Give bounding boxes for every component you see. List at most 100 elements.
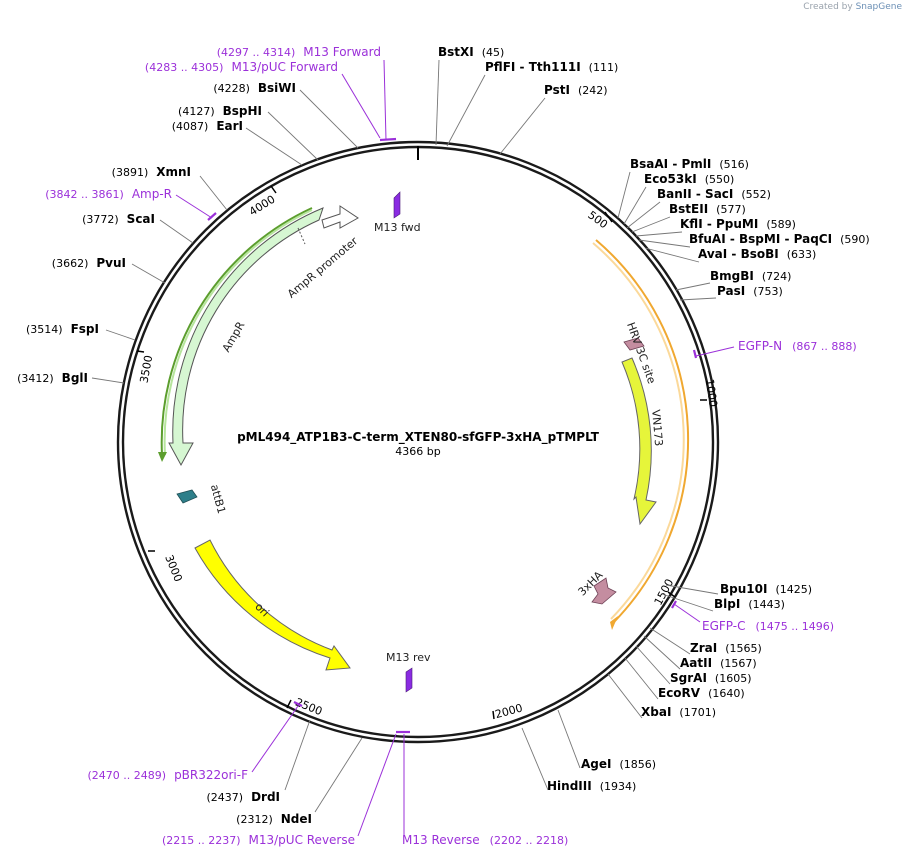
m13-rev-label: M13 rev [386,651,431,664]
vn173-label: VN173 [649,409,665,447]
ampr-track-arrowhead [158,452,167,462]
m13-fwd-arrow [393,191,401,219]
leader-pasi [679,297,717,301]
enzyme-bmgbi: BmgBI(724) [710,269,791,283]
leader-eari [245,127,303,166]
primer-m13-forward: (4297 .. 4314)M13 Forward [217,45,381,59]
credit-brand: SnapGene [855,2,902,12]
leader-bsteii [631,216,671,233]
leader-scai [159,219,194,244]
primer-labels: (4297 .. 4314)M13 Forward (4283 .. 4305)… [45,45,856,847]
ampr-promoter-arrow [321,205,359,229]
leader-zrai [649,627,691,655]
enzyme-bsphi: (4127)BspHI [178,104,262,118]
leader-aatii [643,635,681,670]
enzyme-hindiii: HindIII(1934) [547,779,636,793]
leader-bsiwi [299,89,359,149]
enzyme-kfli-ppumi: KflI - PpuMI(589) [680,217,796,231]
tick-mark-4000 [270,185,277,194]
snapgene-credit: Created by SnapGene [803,2,902,12]
enzyme-bgli: (3412)BglI [17,371,88,385]
m13-fwd-label: M13 fwd [374,221,421,234]
tick-mark-1500 [667,591,676,598]
tick-mark-3500 [136,350,145,353]
ampr-track [160,207,313,456]
enzyme-bsteii: BstEII(577) [669,202,746,216]
leader-blpi [661,593,714,612]
enzyme-eco53ki: Eco53kI(550) [644,172,734,186]
tick-label-500: 500 [585,208,610,231]
ha-tag-arrow [591,577,617,605]
right-enzyme-leaders [435,59,719,791]
leader-pbr322ori-f [251,705,299,773]
plasmid-size: 4366 bp [395,445,440,458]
ampr-track-inner [163,209,313,456]
enzyme-pvui: (3662)PvuI [52,256,126,270]
ori-feature-arrow [194,539,351,671]
leader-bgli [91,377,125,384]
ampr-promoter-divider [297,227,306,245]
leader-sgrai [635,645,671,685]
orange-track-arrowhead [610,616,618,630]
ampr-feature-arrow [168,207,324,467]
ampr-label: AmpR [220,319,248,354]
leader-pvui [131,263,166,284]
leader-egfp-c [673,603,701,623]
enzyme-xmni: (3891)XmnI [112,165,191,179]
left-enzyme-labels: (4228)BsiWI (4127)BspHI (4087)EarI (3891… [17,81,312,826]
leader-agei [557,709,581,769]
leader-psti [499,97,546,155]
enzyme-bsaai-pmli: BsaAI - PmlI(516) [630,157,749,171]
leader-bsaai [617,171,631,219]
leader-bfuai [638,239,691,248]
primer-pbr322ori-f: (2470 .. 2489)pBR322ori-F [88,768,249,782]
enzyme-bpu10i: Bpu10I(1425) [720,582,812,596]
leader-bsphi [267,111,319,161]
primer-m13-puc-forward: (4283 .. 4305)M13/pUC Forward [145,60,338,74]
enzyme-avai-bsobi: AvaI - BsoBI(633) [698,247,816,261]
enzyme-drdi: (2437)DrdI [206,790,280,804]
tick-label-4000: 4000 [247,193,278,219]
vn173-feature-arrow [621,357,657,526]
credit-prefix: Created by [803,2,853,12]
enzyme-scai: (3772)ScaI [82,212,155,226]
primer-egfp-n: EGFP-N(867 .. 888) [738,339,857,353]
leader-kfli [635,231,683,237]
enzyme-blpi: BlpI(1443) [714,597,785,611]
primer-egfp-c: EGFP-C(1475 .. 1496) [702,619,834,633]
leader-m13-puc-reverse [357,733,397,837]
leader-avai [644,247,700,263]
enzyme-pflfi-tth111i: PflFI - Tth111I(111) [485,60,618,74]
enzyme-agei: AgeI(1856) [581,757,656,771]
tick-label-1000: 1000 [703,378,720,408]
leader-eco53ki [623,186,647,225]
primer-m13-puc-reverse: (2215 .. 2237)M13/pUC Reverse [162,833,355,847]
leader-m13-puc-forward [341,73,381,139]
m13-rev-arrow [405,667,413,693]
primer-mark-egfp-n [692,349,698,359]
right-enzyme-labels: BstXI(45) PflFI - Tth111I(111) PstI(242)… [438,45,870,793]
leader-egfp-n [695,346,735,357]
plasmid-name: pML494_ATP1B3-C-term_XTEN80-sfGFP-3xHA_p… [237,430,600,445]
enzyme-psti: PstI(242) [544,83,608,97]
leader-banii [626,201,661,229]
leader-bpu10i [665,584,719,595]
leader-ecorv [624,657,659,700]
tick-label-3500: 3500 [138,354,156,384]
enzyme-zrai: ZraI(1565) [690,641,762,655]
primer-leaders [175,59,735,837]
ampr-promoter-label: AmpR promoter [285,234,361,300]
leader-fspi [105,329,136,341]
primer-mark-m13-forward [379,137,397,142]
enzyme-banii-saci: BanII - SacI(552) [657,187,771,201]
enzyme-ndei: (2312)NdeI [236,812,312,826]
tick-label-3000: 3000 [162,553,185,584]
leader-xmni [199,175,228,211]
primer-m13-reverse: M13 Reverse(2202 .. 2218) [402,833,568,847]
leader-amp-r [175,194,213,219]
leader-bmgbi [675,282,711,291]
enzyme-pasi: PasI(753) [717,284,783,298]
orange-feature-track-inner [592,242,685,620]
attb1-label: attB1 [208,483,228,515]
